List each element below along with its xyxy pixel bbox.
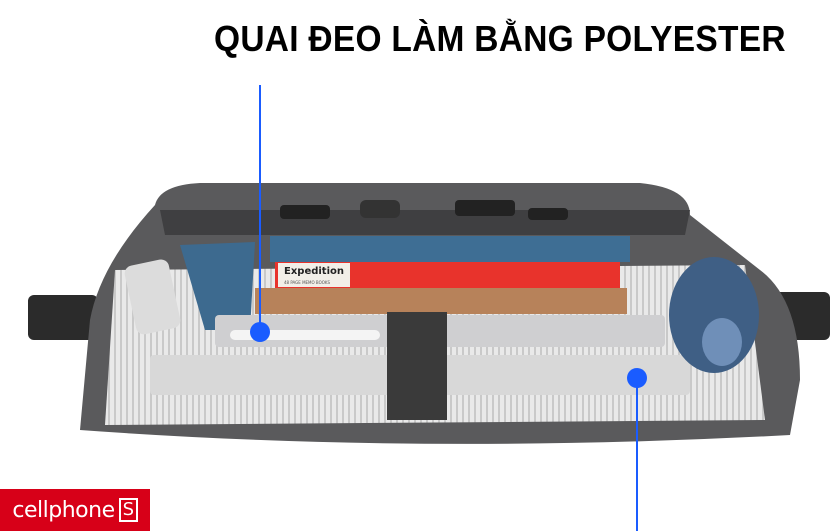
annotation-dot-2 [627,368,647,388]
headline: QUAI ĐEO LÀM BẰNG POLYESTER [214,18,786,59]
center-strap [387,312,447,420]
book-subtitle: 48 PAGE MEMO BOOKS [284,280,331,285]
book-blue [270,236,630,262]
annotation-dot-1 [250,322,270,342]
book-title: Expedition [284,266,345,277]
logo-mark: S [118,498,138,522]
strap-left [28,295,98,340]
logo-text: cellphone [12,497,115,523]
cellphones-logo: cellphone S [0,489,150,531]
book-brown [255,288,627,314]
blue-notebook [180,242,255,330]
